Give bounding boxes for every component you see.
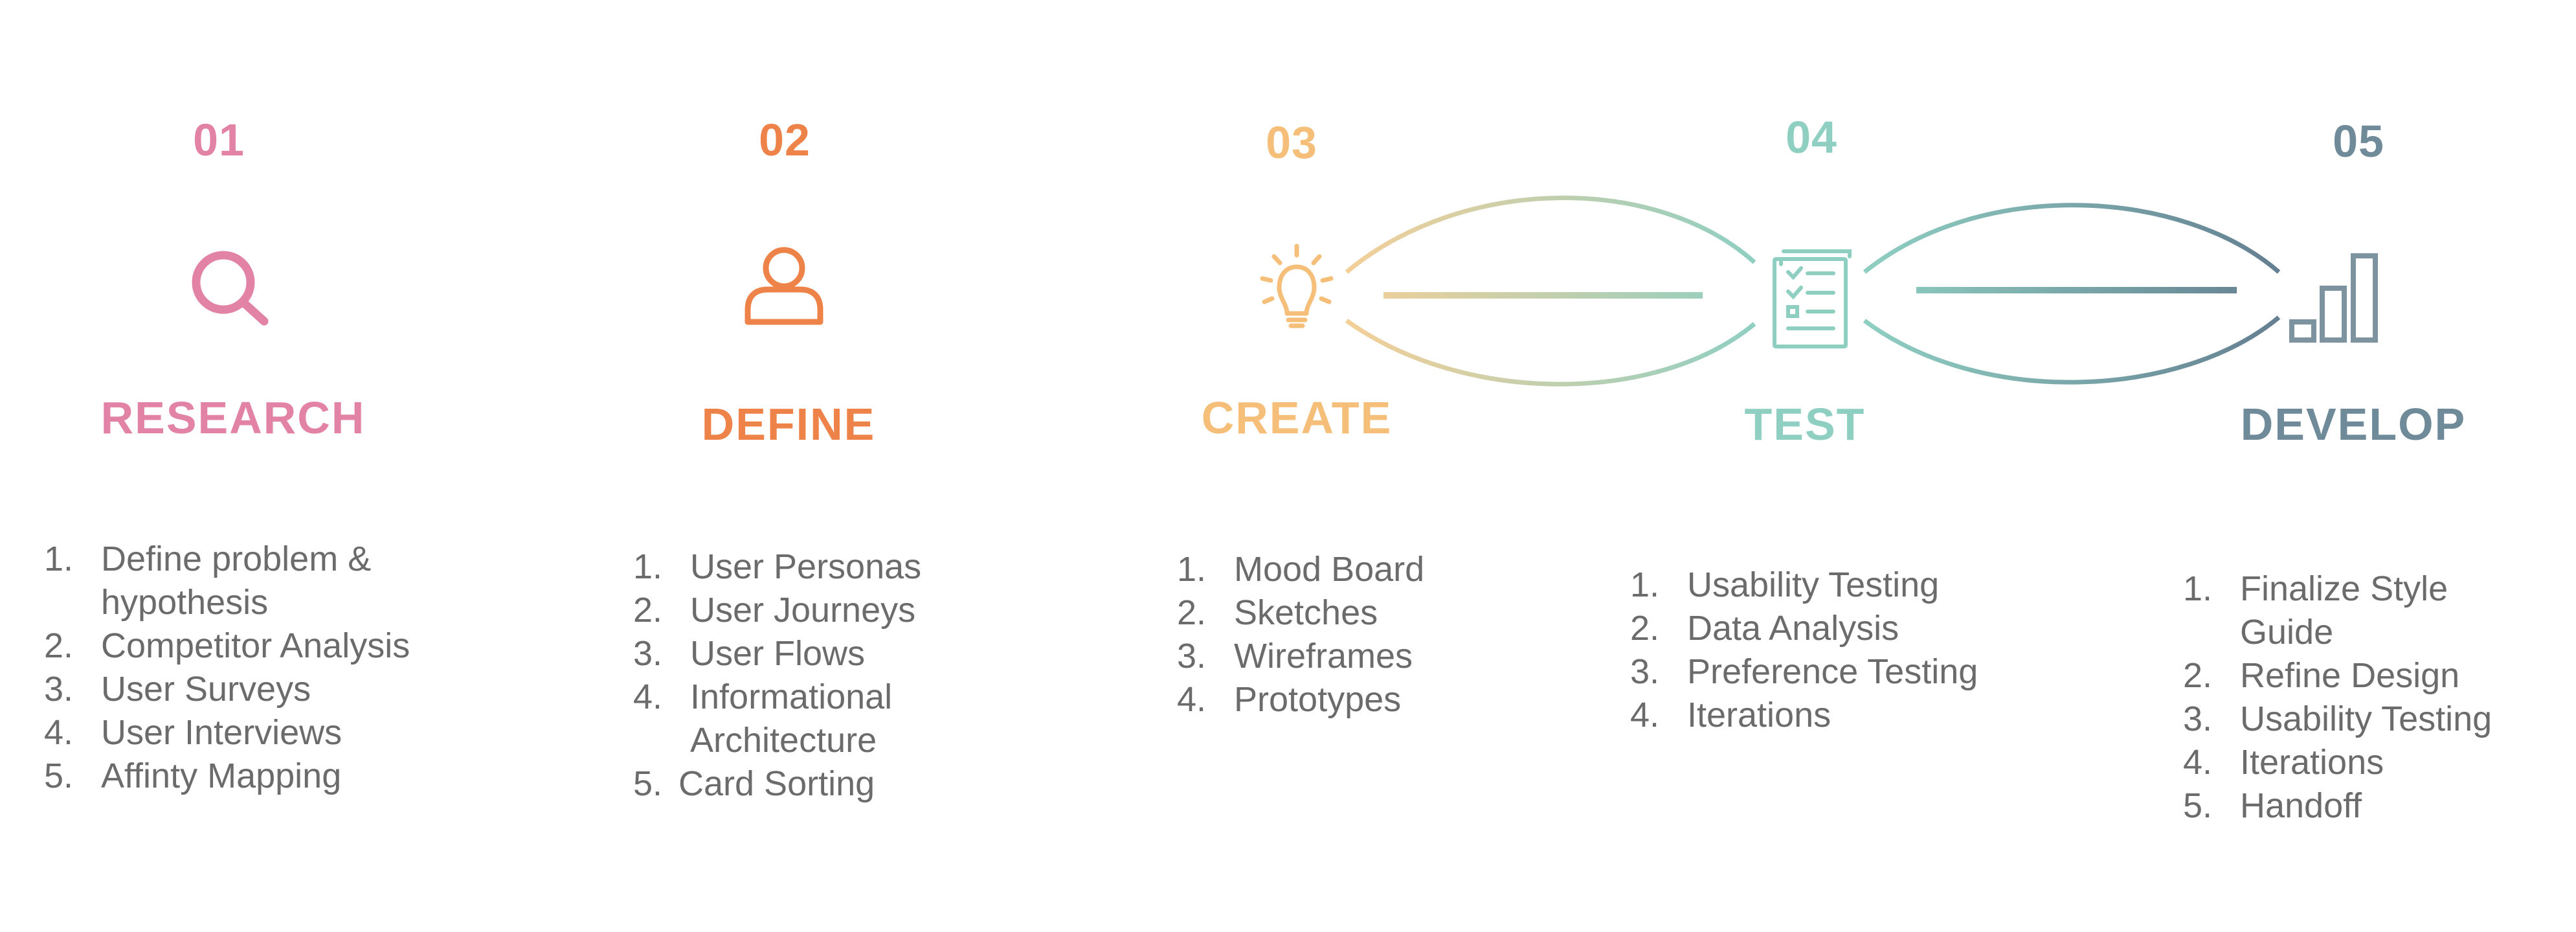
list-item: 3. Preference Testing: [1630, 650, 2032, 694]
phase-title-research: RESEARCH: [100, 392, 366, 443]
steps-list-research: 1. Define problem & hypothesis 2. Competit…: [44, 538, 445, 798]
list-item-number: 3.: [1177, 637, 1207, 676]
list-item-number: 4.: [1177, 680, 1207, 719]
bar-chart-icon: [2289, 253, 2378, 343]
list-item-number: 4.: [2183, 743, 2213, 782]
list-item: 3. User Flows: [633, 632, 996, 676]
magnifying-glass-icon: [192, 251, 269, 326]
list-item-number: 5.: [2183, 786, 2213, 825]
list-item: 3. Wireframes: [1177, 635, 1488, 678]
list-item-text: Mood Board: [1234, 550, 1425, 589]
list-item: 4. Informational Architecture: [633, 676, 996, 762]
list-item-text: Card Sorting: [678, 764, 875, 803]
list-item-text: Iterations: [1687, 696, 1831, 734]
phase-title-develop: DEVELOP: [2240, 399, 2467, 449]
lightbulb-icon: [1260, 244, 1334, 328]
list-item-number: 2.: [633, 591, 663, 630]
list-item-number: 1.: [1177, 550, 1207, 589]
list-item-text: Competitor Analysis: [101, 626, 410, 665]
list-item-text: User Interviews: [101, 713, 342, 752]
list-item-number: 2.: [44, 626, 74, 665]
list-item-number: 3.: [2183, 699, 2213, 738]
list-item-number: 5.: [633, 764, 663, 803]
list-item-text: Affinty Mapping: [101, 756, 342, 795]
phase-number-create: 03: [1266, 117, 1317, 168]
list-item: 3. Usability Testing: [2183, 698, 2571, 741]
list-item-number: 3.: [44, 670, 74, 709]
loop-create-test-bottom: [1345, 319, 1756, 387]
steps-list-develop: 1. Finalize Style Guide 2. Refine Design 3…: [2183, 567, 2571, 828]
list-item-number: 4.: [1630, 696, 1660, 734]
list-item-number: 1.: [44, 540, 74, 578]
phase-title-create: CREATE: [1201, 392, 1393, 443]
list-item: 2. User Journeys: [633, 589, 996, 632]
list-item: 3. User Surveys: [44, 668, 445, 711]
phase-number-test: 04: [1786, 112, 1837, 163]
list-item: 4. Iterations: [2183, 741, 2571, 784]
loop-test-develop-bottom: [1863, 315, 2281, 385]
list-item: 1. Define problem & hypothesis: [44, 538, 445, 624]
list-item: 2. Refine Design: [2183, 654, 2571, 698]
list-item: 2. Sketches: [1177, 591, 1488, 635]
list-item-text: Data Analysis: [1687, 609, 1899, 648]
list-item-text: Informational Architecture: [690, 677, 893, 760]
list-item-text: Handoff: [2240, 786, 2362, 825]
list-item-text: Iterations: [2240, 743, 2384, 782]
list-item-text: User Personas: [690, 547, 922, 586]
list-item: 4. Iterations: [1630, 694, 2032, 737]
list-item-text: Usability Testing: [1687, 565, 1940, 604]
list-item-text: Define problem & hypothesis: [101, 540, 372, 622]
phase-number-develop: 05: [2333, 116, 2384, 166]
list-item-text: User Surveys: [101, 670, 311, 709]
phase-number-define: 02: [759, 115, 811, 165]
list-item-number: 5.: [44, 756, 74, 795]
list-item-text: Prototypes: [1234, 680, 1402, 719]
list-item: 4. Prototypes: [1177, 678, 1488, 722]
list-item-text: Preference Testing: [1687, 652, 1978, 691]
list-item-text: Wireframes: [1234, 637, 1413, 676]
list-item-number: 1.: [2183, 569, 2213, 608]
list-item-text: Sketches: [1234, 593, 1378, 632]
list-item-text: Refine Design: [2240, 656, 2460, 695]
steps-list-create: 1. Mood Board 2. Sketches 3. Wireframes 4. P…: [1177, 548, 1488, 722]
list-item: 1. Mood Board: [1177, 548, 1488, 591]
list-item-number: 2.: [2183, 656, 2213, 695]
list-item: 1. User Personas: [633, 545, 996, 589]
list-item-number: 3.: [1630, 652, 1660, 691]
list-item-number: 2.: [1177, 593, 1207, 632]
phase-number-research: 01: [193, 115, 245, 165]
list-item-number: 1.: [1630, 565, 1660, 604]
list-item: 2. Data Analysis: [1630, 607, 2032, 650]
list-item-text: Finalize Style Guide: [2240, 569, 2448, 652]
list-item-text: User Flows: [690, 634, 866, 673]
list-item-number: 2.: [1630, 609, 1660, 648]
steps-list-test: 1. Usability Testing 2. Data Analysis 3. Pr…: [1630, 563, 2032, 737]
loop-create-test-top: [1345, 196, 1756, 274]
list-item-number: 4.: [44, 713, 74, 752]
steps-list-define: 1. User Personas 2. User Journeys 3. User F…: [633, 545, 996, 806]
list-item-number: 4.: [633, 677, 663, 716]
list-item: 2. Competitor Analysis: [44, 624, 445, 668]
phase-title-test: TEST: [1744, 399, 1866, 449]
list-item: 4. User Interviews: [44, 711, 445, 755]
phase-title-define: DEFINE: [701, 399, 876, 449]
list-item: 1. Finalize Style Guide: [2183, 567, 2571, 654]
loop-test-develop-top: [1863, 203, 2281, 274]
list-item: 5. Card Sorting: [633, 762, 996, 806]
checklist-document-icon: [1773, 249, 1852, 348]
list-item: 5. Handoff: [2183, 784, 2571, 828]
list-item-number: 1.: [633, 547, 663, 586]
user-icon: [745, 247, 823, 325]
list-item: 1. Usability Testing: [1630, 563, 2032, 607]
list-item-number: 3.: [633, 634, 663, 673]
list-item-text: Usability Testing: [2240, 699, 2492, 738]
list-item-text: User Journeys: [690, 591, 916, 630]
list-item: 5. Affinty Mapping: [44, 755, 445, 798]
